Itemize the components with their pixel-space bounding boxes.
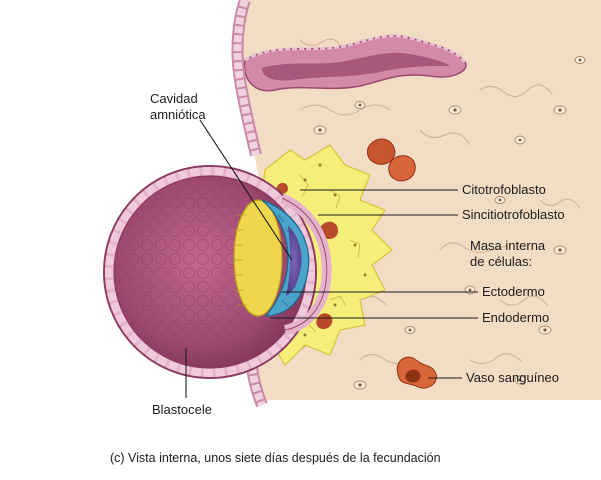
label-citotrofoblasto: Citotrofoblasto xyxy=(462,182,546,197)
label-cavidad-line2: amniótica xyxy=(150,107,206,122)
endoderm-layer xyxy=(233,199,283,317)
label-vaso: Vaso sanguíneo xyxy=(466,370,559,385)
amniotic-cavity xyxy=(286,226,302,296)
cytotrophoblast xyxy=(279,193,332,335)
blood-vessels xyxy=(276,138,437,389)
figure-caption: (c) Vista interna, unos siete días despu… xyxy=(110,451,441,465)
label-sincitiotrofoblasto: Sincitiotrofoblasto xyxy=(462,207,565,222)
uterine-gland xyxy=(243,34,467,92)
leader-cavidad xyxy=(199,119,293,261)
label-ectodermo: Ectodermo xyxy=(482,284,545,299)
label-blastocele: Blastocele xyxy=(152,402,212,417)
label-endodermo: Endodermo xyxy=(482,310,549,325)
label-cavidad-line1: Cavidad xyxy=(150,91,198,106)
leader-lines xyxy=(185,119,478,398)
label-masa-line1: Masa interna xyxy=(470,238,546,253)
label-masa-line2: de células: xyxy=(470,254,532,269)
